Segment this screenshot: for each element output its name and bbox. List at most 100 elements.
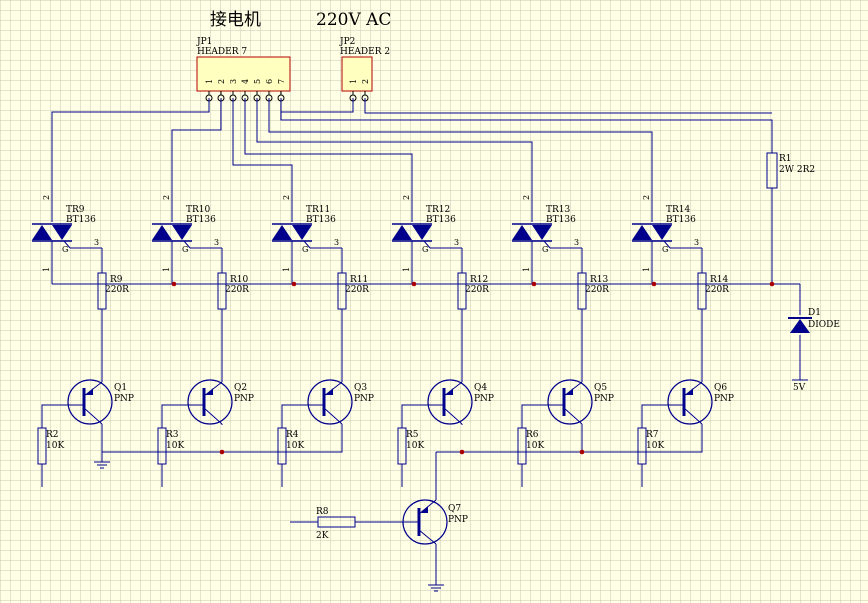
jp2-ref: JP2 <box>339 37 355 47</box>
base-resistor-value: 10K <box>646 441 664 451</box>
triac-gate-lead <box>543 240 551 249</box>
triac-left-triangle <box>32 225 52 240</box>
base-resistor-ref: R7 <box>646 430 659 440</box>
transistor-body <box>67 379 113 425</box>
triac-right-triangle <box>172 225 192 240</box>
gate-resistor-value: 220R <box>225 285 249 295</box>
transistor-arrow <box>206 388 213 395</box>
transistor-arrow <box>446 388 453 395</box>
base-resistor-value: 10K <box>46 441 64 451</box>
triac-gate-lead <box>303 240 311 249</box>
junction-rail <box>171 281 177 287</box>
triac-gate-lead <box>663 240 671 249</box>
triac-gate-label: G <box>302 245 308 254</box>
d1-rail-label: 5V <box>793 383 806 393</box>
r1-body <box>766 152 778 189</box>
base-resistor-ref: R3 <box>166 430 179 440</box>
triac-pin-g: 3 <box>454 238 459 247</box>
jp2-pin-number: 2 <box>361 79 370 84</box>
jp1-pin-number: 2 <box>217 79 226 84</box>
triac-part: BT136 <box>186 215 216 225</box>
jp1-pin-number: 4 <box>241 79 250 84</box>
q7-ref: Q7 <box>448 504 461 514</box>
triac-gate-label: G <box>662 245 668 254</box>
triac-ref: TR9 <box>66 205 85 215</box>
triac-right-triangle <box>412 225 432 240</box>
base-resistor-top-wire <box>401 404 428 428</box>
junction-q2-collector <box>219 449 225 455</box>
base-resistor-value: 10K <box>406 441 424 451</box>
triac-part: BT136 <box>546 215 576 225</box>
d1-triangle <box>790 319 810 333</box>
transistor-type: PNP <box>474 394 494 404</box>
junction-rail <box>651 281 657 287</box>
triac-pin-a1: 1 <box>402 267 411 272</box>
transistor-arrow <box>566 388 573 395</box>
triac-pin-a1: 1 <box>522 267 531 272</box>
triac-pin-a1: 1 <box>642 267 651 272</box>
gate-resistor-ref: R12 <box>470 275 488 285</box>
transistor-type: PNP <box>114 394 134 404</box>
base-resistor-top-wire <box>281 404 308 428</box>
junction-q5-collector <box>579 449 585 455</box>
header-wiring <box>51 98 801 380</box>
triac-pin-a2: 2 <box>282 195 291 200</box>
transistor-collector <box>83 407 103 425</box>
triac-pin-a1: 1 <box>282 267 291 272</box>
triac-gate-label: G <box>62 245 68 254</box>
transistor-ref: Q5 <box>594 383 607 393</box>
triac-pin-a2: 2 <box>162 195 171 200</box>
transistor-type: PNP <box>714 394 734 404</box>
triac-ref: TR13 <box>546 205 571 215</box>
junction-rail <box>411 281 417 287</box>
r1-ref: R1 <box>779 154 792 164</box>
transistor-body <box>427 379 473 425</box>
triac-pin-g: 3 <box>574 238 579 247</box>
transistor-arrow <box>686 388 693 395</box>
gate-resistor-ref: R9 <box>110 275 123 285</box>
jp1-type: HEADER 7 <box>197 47 247 57</box>
triac-pin-g: 3 <box>94 238 99 247</box>
gate-resistor-ref: R10 <box>230 275 249 285</box>
triac-gate-label: G <box>542 245 548 254</box>
ac-title: 220V AC <box>316 10 391 30</box>
gate-resistor-value: 220R <box>465 285 489 295</box>
ground-symbol-q7 <box>428 584 444 592</box>
transistor-body <box>307 379 353 425</box>
transistor-collector <box>323 407 343 425</box>
junction-r1-rail <box>769 281 775 287</box>
transistor-collector <box>683 407 703 425</box>
triac-ref: TR10 <box>186 205 211 215</box>
triac-part: BT136 <box>66 215 96 225</box>
gate-resistor-value: 220R <box>585 285 609 295</box>
r8-ref: R8 <box>316 507 329 517</box>
transistor-ref: Q6 <box>714 383 727 393</box>
triac-right-triangle <box>292 225 312 240</box>
transistor-type: PNP <box>594 394 614 404</box>
triac-right-triangle <box>52 225 72 240</box>
junction-q4-collector <box>459 449 465 455</box>
triac-left-triangle <box>512 225 532 240</box>
transistor-q7: Q7 PNP <box>355 499 468 585</box>
base-resistor-value: 10K <box>166 441 184 451</box>
